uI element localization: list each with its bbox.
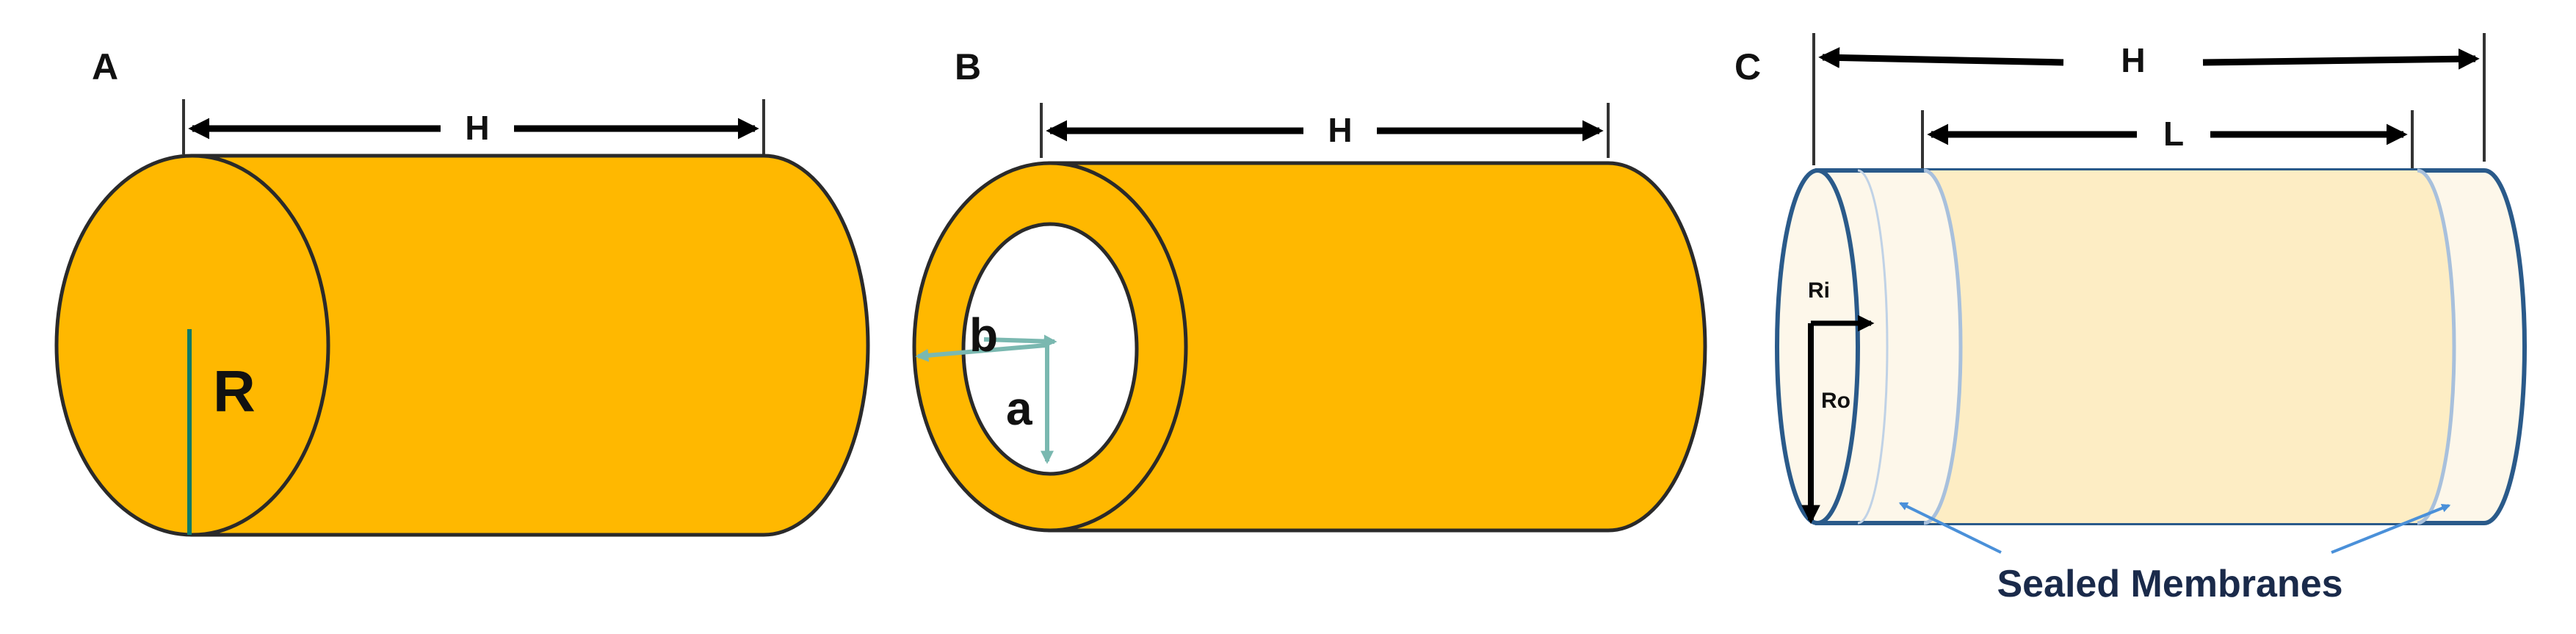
panel-b-hollow-cylinder: b a <box>912 161 1707 533</box>
panel-c-letter: C <box>1734 46 1761 87</box>
panel-c-inner-radius-label: Ri <box>1808 278 1830 303</box>
panel-c-tube-end <box>1775 168 1860 525</box>
panel-a-letter: A <box>92 46 118 87</box>
panel-a-length-label: H <box>465 109 489 147</box>
panel-b-letter: B <box>955 46 981 87</box>
panel-c-membrane-pointer-right <box>2331 503 2451 554</box>
panel-b-inner-bore <box>961 222 1139 476</box>
panel-b-outer-radius-label: b <box>969 309 998 361</box>
panel-c-membrane-callout: Sealed Membranes <box>1898 502 2451 605</box>
panel-a-length-dimension: H <box>182 99 765 154</box>
panel-b-outer-radius-arrow <box>915 343 1046 362</box>
panel-b-length-label: H <box>1328 111 1352 149</box>
panel-c-h-arrow-left <box>1818 47 2064 68</box>
panel-c-membrane-tube: Ri Ro <box>1775 168 2527 525</box>
panel-c-membrane-right <box>2417 168 2456 525</box>
panel-c-membrane-length-label: L <box>2163 115 2184 153</box>
panel-a-cylinder-face <box>54 154 330 537</box>
panel-c-membrane-left <box>1923 168 1963 525</box>
panel-c-membrane-caption: Sealed Membranes <box>1997 563 2342 605</box>
panel-a-radius-label: R <box>213 359 256 424</box>
panel-c-outer-radius-label: Ro <box>1821 389 1850 413</box>
panel-b-inner-radius-arrow-horizontal <box>983 334 1057 348</box>
panel-a-solid-cylinder: R <box>54 154 870 537</box>
panel-b-length-dimension: H <box>1040 103 1610 158</box>
panel-c-membrane-region <box>1924 170 2454 523</box>
panel-c: C H L Ri Ro <box>1734 33 2527 605</box>
panel-b-inner-radius-label: a <box>1006 382 1032 435</box>
panel-c-total-length-label: H <box>2121 41 2145 79</box>
panel-c-h-arrow-right <box>2202 48 2480 70</box>
panel-a-cylinder-body <box>190 154 870 537</box>
panel-c-total-length-dimension: H <box>1812 33 2486 165</box>
panel-c-membrane-length-dimension: L <box>1921 110 2414 176</box>
panel-c-membrane-pointer-left <box>1898 502 2002 554</box>
panel-b: B H b a <box>912 46 1707 533</box>
panel-b-cylinder-body <box>1048 161 1707 533</box>
panel-a: A H R <box>54 46 870 537</box>
panel-c-inner-edge <box>1857 169 1889 525</box>
